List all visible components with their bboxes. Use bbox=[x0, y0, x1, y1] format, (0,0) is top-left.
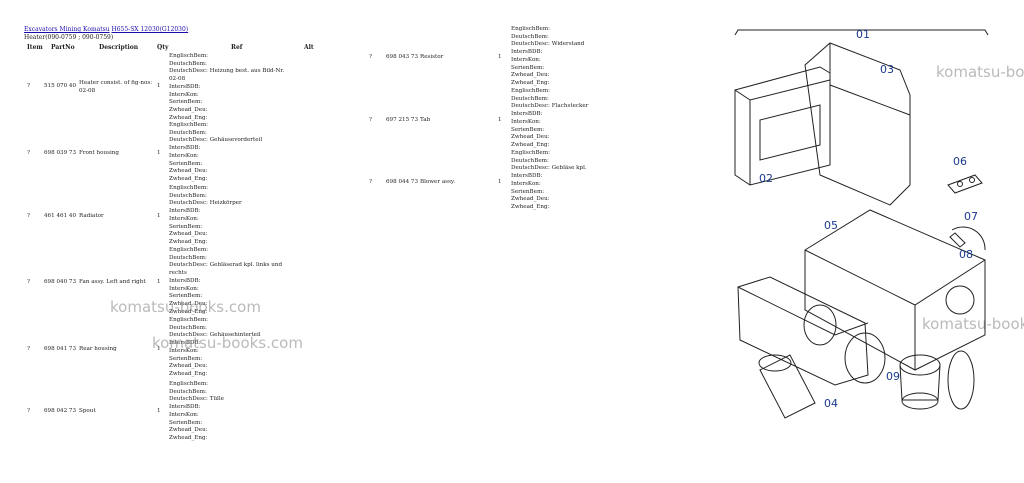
tube-shape bbox=[899, 354, 941, 410]
part-qty: 1 bbox=[498, 117, 502, 123]
column-header-item: Item bbox=[27, 44, 43, 51]
callout-02: 02 bbox=[759, 172, 773, 185]
part-qty: 1 bbox=[498, 54, 502, 60]
part-qty: 1 bbox=[498, 179, 502, 185]
part-ref-notes: EnglischBem: DeutschBem: DeutschDesc: Fl… bbox=[511, 88, 589, 148]
page-subtitle: Heater(090-0759 ; 090-0759) bbox=[24, 34, 114, 41]
part-ref-notes: EnglischBem: DeutschBem: DeutschDesc: Wi… bbox=[511, 26, 585, 86]
column-header-partno: PartNo bbox=[51, 44, 75, 51]
exploded-parts-diagram: 01 02 03 04 05 06 07 08 09 bbox=[734, 28, 989, 419]
callout-05: 05 bbox=[824, 219, 838, 232]
rear-housing-shape bbox=[804, 209, 986, 371]
part-description: Heater consist. of fig-nos: bbox=[79, 80, 153, 86]
part-item: ? bbox=[27, 279, 30, 285]
part-description: Resistor bbox=[420, 54, 444, 60]
part-qty: 1 bbox=[157, 346, 161, 352]
part-number: 698 044 73 bbox=[386, 179, 419, 185]
part-item: ? bbox=[27, 408, 30, 414]
callout-08: 08 bbox=[959, 248, 973, 261]
part-item: ? bbox=[27, 150, 30, 156]
part-ref-notes: EnglischBem: DeutschBem: DeutschDesc: He… bbox=[169, 185, 242, 245]
part-ref-notes: EnglischBem: DeutschBem: DeutschDesc: Ge… bbox=[511, 150, 587, 210]
resistor-shape bbox=[947, 174, 983, 194]
front-housing-shape bbox=[734, 66, 831, 186]
ring-shape bbox=[947, 350, 975, 410]
part-qty: 1 bbox=[157, 213, 161, 219]
part-description: Radiator bbox=[79, 213, 104, 219]
part-ref-notes: EnglischBem: DeutschBem: DeutschDesc: Tü… bbox=[169, 381, 224, 441]
part-number: 698 039 73 bbox=[44, 150, 77, 156]
part-qty: 1 bbox=[157, 408, 161, 414]
column-header-qty: Qty bbox=[157, 44, 169, 51]
part-number: 698 041 73 bbox=[44, 346, 77, 352]
watermark: komatsu-books.com bbox=[152, 334, 303, 352]
part-description: Rear housing bbox=[79, 346, 117, 352]
part-qty: 1 bbox=[157, 150, 161, 156]
part-number: 698 042 73 bbox=[44, 408, 77, 414]
fan-assembly-shape bbox=[737, 276, 886, 386]
part-number: 461 461 40 bbox=[44, 213, 77, 219]
callout-09: 09 bbox=[886, 370, 900, 383]
part-qty: 1 bbox=[157, 83, 161, 89]
breadcrumb-link-model[interactable]: H655-SX 12030(G12030) bbox=[111, 26, 189, 33]
column-header-alt: Alt bbox=[304, 44, 314, 51]
tab-shape bbox=[949, 226, 986, 251]
part-description: Front housing bbox=[79, 150, 119, 156]
part-item: ? bbox=[369, 54, 372, 60]
callout-03: 03 bbox=[880, 63, 894, 76]
part-item: ? bbox=[27, 346, 30, 352]
breadcrumb: Excavators Mining Komatsu H655-SX 12030(… bbox=[24, 26, 188, 33]
spout-shape bbox=[758, 354, 816, 419]
part-item: ? bbox=[369, 117, 372, 123]
part-item: ? bbox=[27, 213, 30, 219]
part-number: 698 043 73 bbox=[386, 54, 419, 60]
watermark: komatsu-books.com bbox=[110, 298, 261, 316]
callout-07: 07 bbox=[964, 210, 978, 223]
part-number: 697 215 73 bbox=[386, 117, 419, 123]
part-ref-notes: EnglischBem: DeutschBem: DeutschDesc: Ge… bbox=[169, 317, 261, 377]
part-description: Blower assy. bbox=[420, 179, 456, 185]
column-header-description: Description bbox=[99, 44, 139, 51]
breadcrumb-link-catalog[interactable]: Excavators Mining Komatsu bbox=[24, 26, 110, 33]
part-description: Spout bbox=[79, 408, 96, 414]
part-number: 515 070 40 bbox=[44, 83, 77, 89]
assembly-bracket-line bbox=[734, 29, 989, 36]
part-description: Fan assy. Left and right bbox=[79, 279, 146, 285]
callout-06: 06 bbox=[953, 155, 967, 168]
callout-01: 01 bbox=[856, 28, 870, 41]
watermark: komatsu-books.com bbox=[936, 63, 1024, 81]
column-header-ref: Ref bbox=[231, 44, 243, 51]
watermark: komatsu-books.com bbox=[922, 315, 1024, 333]
part-qty: 1 bbox=[157, 279, 161, 285]
callout-04: 04 bbox=[824, 397, 838, 410]
part-ref-notes: EnglischBem: DeutschBem: DeutschDesc: Ge… bbox=[169, 122, 263, 182]
part-ref-notes: EnglischBem: DeutschBem: DeutschDesc: He… bbox=[169, 53, 285, 121]
part-ref-notes: EnglischBem: DeutschBem: DeutschDesc: Ge… bbox=[169, 247, 283, 315]
part-number: 698 040 73 bbox=[44, 279, 77, 285]
part-description-cont: 02-08 bbox=[79, 88, 96, 94]
part-item: ? bbox=[27, 83, 30, 89]
part-item: ? bbox=[369, 179, 372, 185]
part-description: Tab bbox=[420, 117, 431, 123]
radiator-shape bbox=[804, 42, 911, 206]
